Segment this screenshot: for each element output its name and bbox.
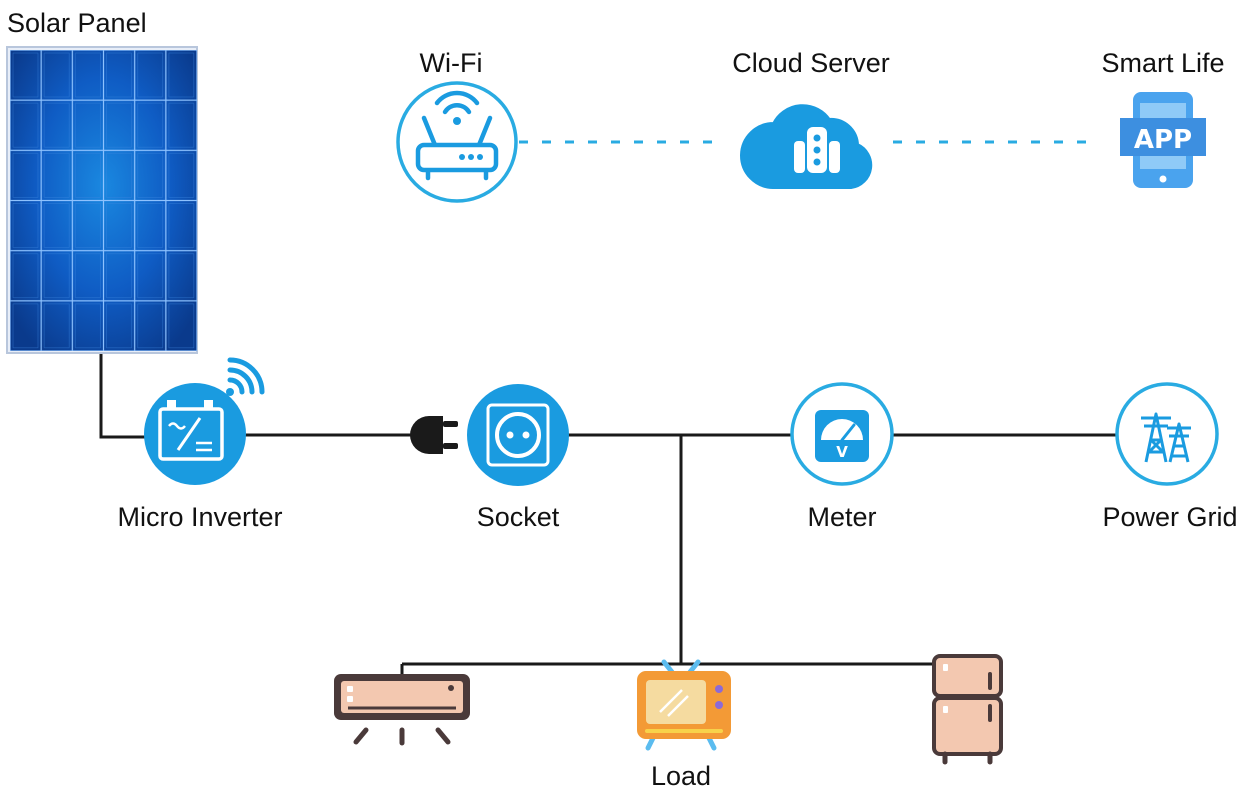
refrigerator-icon [932,654,1003,765]
smart-life-app-icon: APP [1120,92,1206,188]
meter-unit-text: V [836,443,848,461]
meter-icon: V [790,382,894,486]
television-icon [637,659,731,751]
solar-panel-label: Solar Panel [7,8,147,38]
power-grid-icon [1115,382,1219,486]
load-label: Load [651,761,711,791]
micro-inverter-icon [144,383,246,485]
wires [99,352,1119,675]
cloud-server-icon [740,104,873,189]
app-text: APP [1134,125,1192,155]
micro-inverter-label: Micro Inverter [117,502,282,532]
smart-life-label: Smart Life [1101,48,1224,78]
wire-panel-to-inverter [99,352,152,439]
wireless-signal-icon [226,357,265,396]
meter-label: Meter [807,502,876,532]
socket-icon [467,384,569,486]
solar-panel [6,46,198,354]
air-conditioner-icon [334,674,470,746]
wifi-label: Wi-Fi [420,48,483,78]
wifi-router-icon [396,81,518,203]
cloud-server-label: Cloud Server [732,48,890,78]
socket-label: Socket [477,502,560,532]
power-grid-label: Power Grid [1102,502,1237,532]
plug-icon [410,416,458,454]
